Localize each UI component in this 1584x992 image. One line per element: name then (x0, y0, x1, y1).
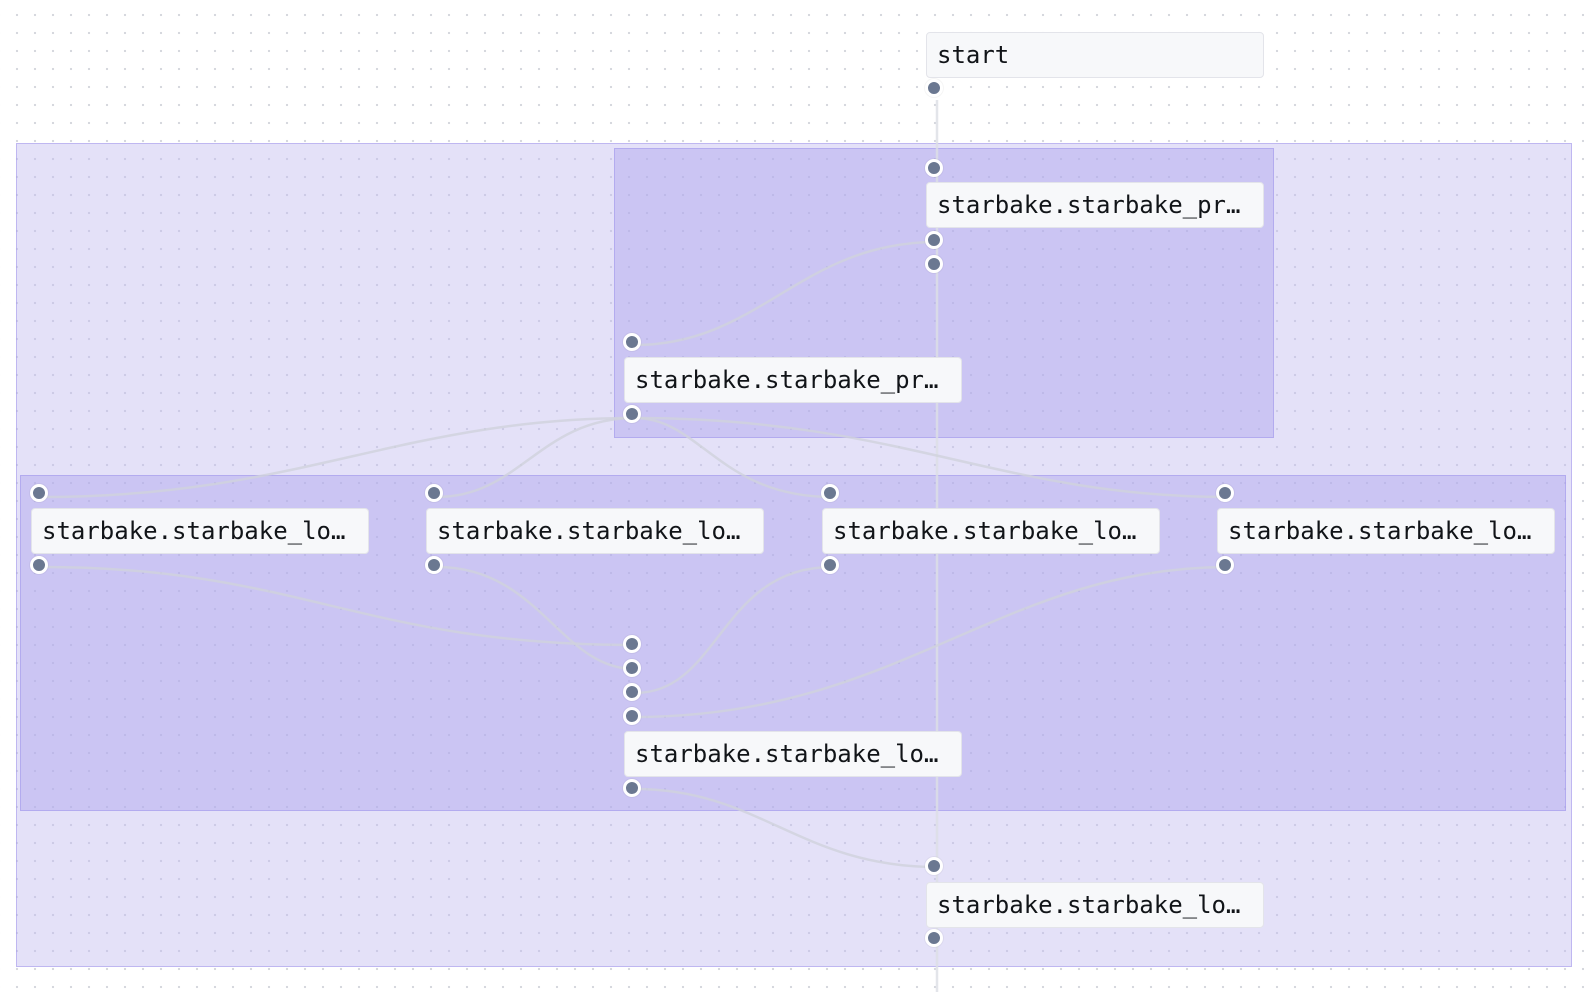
node-lo-final-label: starbake.starbake_lo… (937, 891, 1241, 919)
port-lo-2-out[interactable] (425, 556, 443, 574)
port-lo-3-out[interactable] (821, 556, 839, 574)
port-prep-mid-in[interactable] (623, 333, 641, 351)
port-lo-final-out[interactable] (925, 929, 943, 947)
port-lo-3-in[interactable] (821, 484, 839, 502)
node-prep-top[interactable]: starbake.starbake_pr… (926, 182, 1264, 228)
port-lo-final-in[interactable] (925, 857, 943, 875)
port-prep-top-in[interactable] (925, 159, 943, 177)
port-lo-merge-in-3[interactable] (623, 683, 641, 701)
node-lo-2-label: starbake.starbake_lo… (437, 517, 741, 545)
node-lo-1-label: starbake.starbake_lo… (42, 517, 346, 545)
node-prep-mid-label: starbake.starbake_pr… (635, 366, 939, 394)
port-lo-4-out[interactable] (1216, 556, 1234, 574)
node-lo-1[interactable]: starbake.starbake_lo… (31, 508, 369, 554)
port-lo-merge-in-1[interactable] (623, 635, 641, 653)
node-start-label: start (937, 41, 1010, 69)
node-lo-3[interactable]: starbake.starbake_lo… (822, 508, 1160, 554)
node-lo-2[interactable]: starbake.starbake_lo… (426, 508, 764, 554)
node-lo-merge-label: starbake.starbake_lo… (635, 740, 939, 768)
port-lo-merge-in-2[interactable] (623, 659, 641, 677)
port-lo-1-in[interactable] (30, 484, 48, 502)
port-lo-4-in[interactable] (1216, 484, 1234, 502)
port-lo-1-out[interactable] (30, 556, 48, 574)
port-prep-top-out-1[interactable] (925, 231, 943, 249)
node-lo-4[interactable]: starbake.starbake_lo… (1217, 508, 1555, 554)
node-lo-4-label: starbake.starbake_lo… (1228, 517, 1532, 545)
node-lo-3-label: starbake.starbake_lo… (833, 517, 1137, 545)
port-lo-2-in[interactable] (425, 484, 443, 502)
port-prep-mid-out[interactable] (623, 405, 641, 423)
node-prep-top-label: starbake.starbake_pr… (937, 191, 1241, 219)
node-lo-final[interactable]: starbake.starbake_lo… (926, 882, 1264, 928)
port-prep-top-out-2[interactable] (925, 255, 943, 273)
port-start-out[interactable] (925, 79, 943, 97)
node-prep-mid[interactable]: starbake.starbake_pr… (624, 357, 962, 403)
port-lo-merge-out[interactable] (623, 779, 641, 797)
node-start[interactable]: start (926, 32, 1264, 78)
node-lo-merge[interactable]: starbake.starbake_lo… (624, 731, 962, 777)
port-lo-merge-in-4[interactable] (623, 707, 641, 725)
